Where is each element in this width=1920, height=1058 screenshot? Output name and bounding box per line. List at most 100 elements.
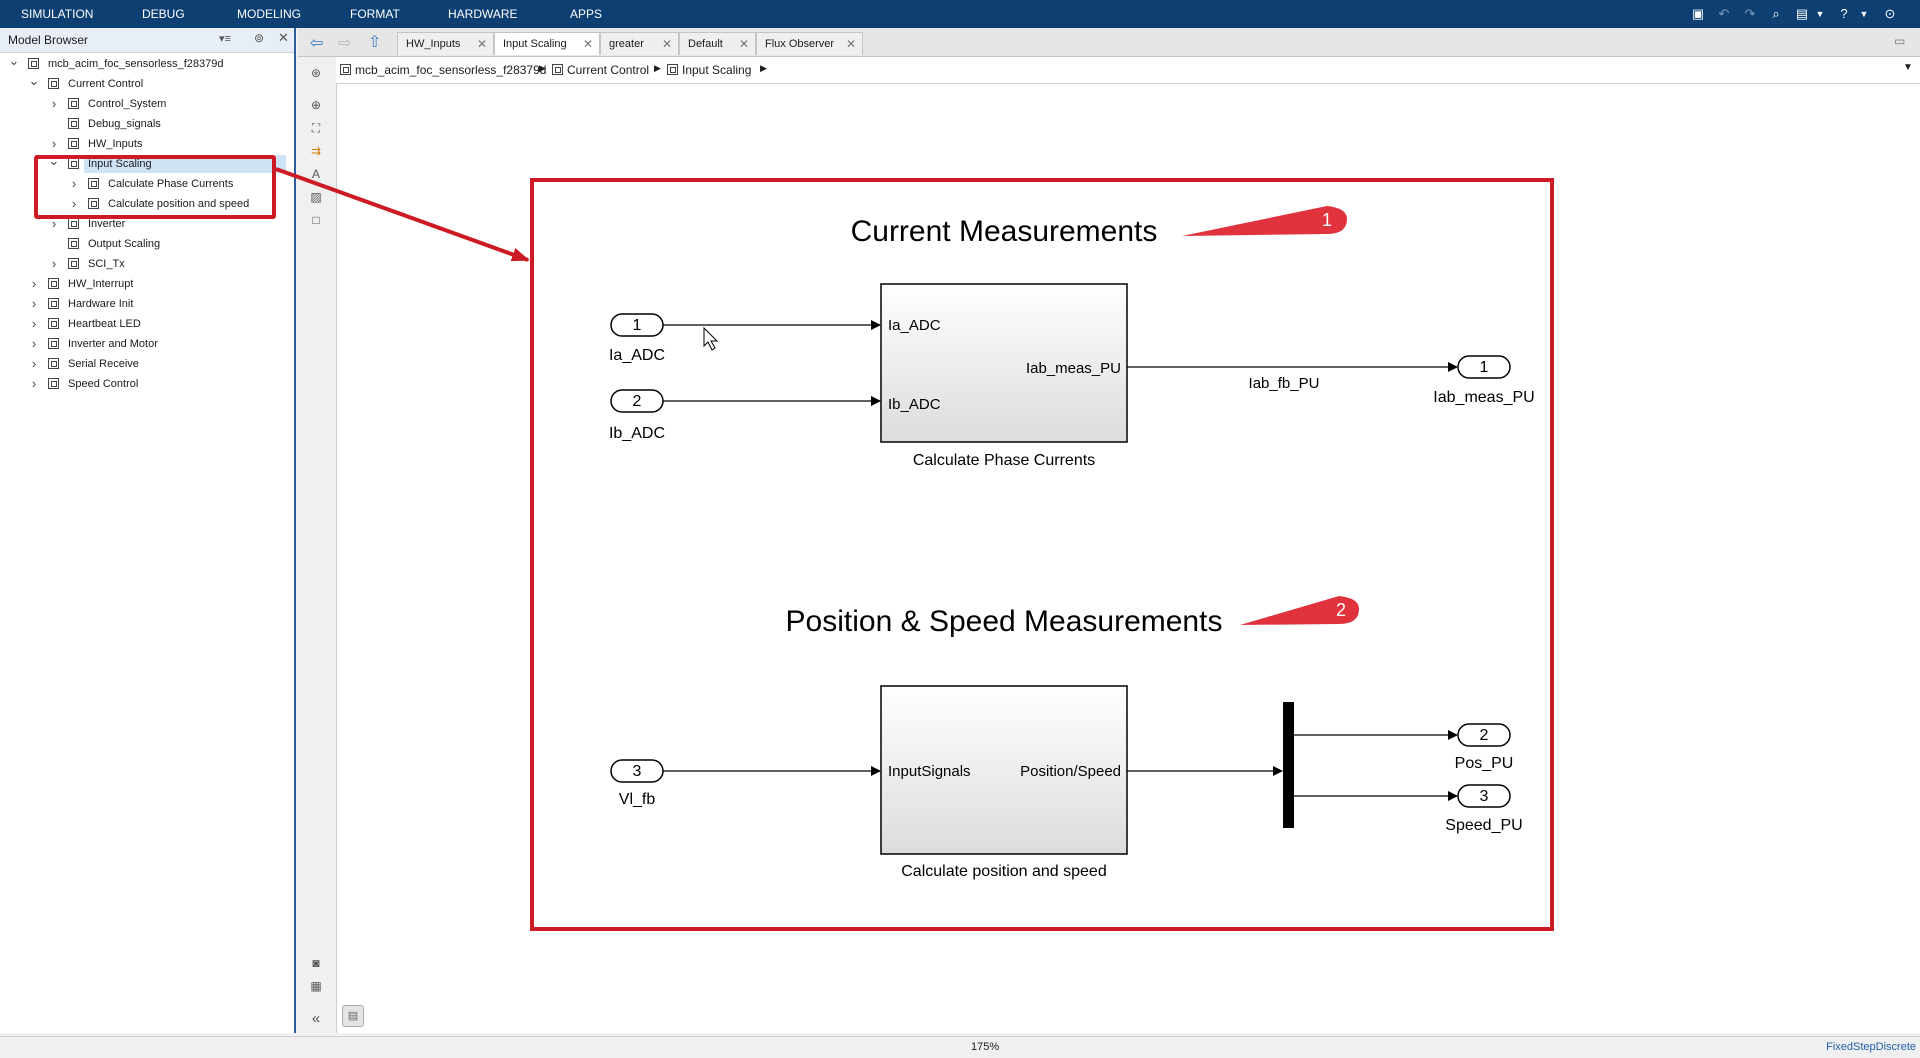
- collapse-icon[interactable]: «: [311, 1010, 321, 1027]
- hide-browser-icon[interactable]: ⊛: [310, 66, 322, 80]
- inport-3-name: Vl_fb: [619, 791, 656, 808]
- chevron-right-icon[interactable]: ›: [51, 216, 57, 231]
- tree-item[interactable]: ›Heartbeat LED: [0, 314, 294, 334]
- subsystem-calculate-position-speed[interactable]: [880, 685, 1128, 855]
- chevron-down-icon[interactable]: ▼: [1815, 9, 1825, 19]
- breadcrumb-separator-icon: ▶: [654, 63, 661, 73]
- editor-tab[interactable]: Default✕: [679, 32, 756, 55]
- menu-modeling[interactable]: MODELING: [237, 7, 302, 21]
- chevron-right-icon[interactable]: ›: [51, 136, 57, 151]
- screenshot-icon[interactable]: ◙: [312, 956, 320, 970]
- outport-1[interactable]: [1457, 355, 1511, 379]
- demux-block[interactable]: [1283, 702, 1294, 828]
- close-tab-icon[interactable]: ✕: [738, 37, 749, 51]
- forward-arrow-icon[interactable]: ⇨: [338, 35, 352, 52]
- chevron-right-icon[interactable]: ›: [31, 276, 37, 291]
- tree-item[interactable]: ⌄Current Control: [0, 73, 294, 94]
- area-icon[interactable]: □: [312, 213, 320, 227]
- annotation-icon[interactable]: A: [311, 167, 320, 181]
- breadcrumb-item-current-control[interactable]: Current Control: [567, 63, 650, 77]
- chevron-right-icon[interactable]: ›: [31, 296, 37, 311]
- close-tab-icon[interactable]: ✕: [476, 37, 487, 51]
- help-menu-chevron-icon[interactable]: ▼: [1859, 9, 1869, 19]
- tree-item[interactable]: ›Inverter: [0, 214, 294, 234]
- tree-item[interactable]: ⌄ Input Scaling: [0, 153, 294, 174]
- list-options-icon[interactable]: ▾≡: [219, 33, 231, 45]
- outport-2[interactable]: [1457, 723, 1511, 747]
- explorer-bar-icon[interactable]: ▦: [310, 979, 322, 993]
- search-icon[interactable]: ⌕: [1772, 6, 1780, 21]
- chevron-right-icon[interactable]: ›: [51, 96, 57, 111]
- tree-item[interactable]: Debug_signals: [0, 114, 294, 134]
- chevron-down-icon[interactable]: ⌄: [28, 73, 40, 88]
- chevron-down-icon[interactable]: ⌄: [8, 53, 20, 68]
- outport-2-number: 2: [1480, 727, 1489, 744]
- close-tab-icon[interactable]: ✕: [582, 37, 593, 51]
- tree-item[interactable]: ⌄mcb_acim_foc_sensorless_f28379d: [0, 53, 294, 74]
- solver-type[interactable]: FixedStepDiscrete: [1826, 1041, 1916, 1053]
- chevron-right-icon[interactable]: ›: [31, 356, 37, 371]
- editor-tab[interactable]: Input Scaling✕: [494, 32, 600, 55]
- image-icon[interactable]: ▨: [310, 190, 322, 204]
- tree-item-label: Inverter and Motor: [68, 338, 158, 350]
- outport-3[interactable]: [1457, 784, 1511, 808]
- zoom-icon[interactable]: ⊕: [310, 98, 322, 112]
- menu-hardware[interactable]: HARDWARE: [448, 7, 518, 21]
- chevron-right-icon[interactable]: ›: [31, 316, 37, 331]
- tree-item-label: Calculate Phase Currents: [108, 178, 234, 190]
- menu-format[interactable]: FORMAT: [350, 7, 400, 21]
- chevron-right-icon[interactable]: ›: [71, 176, 77, 191]
- tree-item[interactable]: ›Calculate position and speed: [0, 194, 294, 214]
- editor-tab[interactable]: HW_Inputs✕: [397, 32, 494, 55]
- breadcrumb-dropdown-icon[interactable]: ▼: [1903, 62, 1913, 73]
- hide-tabs-icon[interactable]: ▭: [1894, 34, 1906, 48]
- tree-item[interactable]: › Inverter and Motor: [0, 334, 294, 354]
- chevron-right-icon[interactable]: ›: [31, 336, 37, 351]
- chevron-right-icon[interactable]: ›: [51, 256, 57, 271]
- tree-item-label: SCI_Tx: [88, 258, 125, 270]
- tree-item[interactable]: ›Speed Control: [0, 374, 294, 394]
- close-icon[interactable]: ✕: [278, 30, 289, 45]
- tree-item[interactable]: › SCI_Tx: [0, 254, 294, 274]
- tree-item[interactable]: ›Serial Receive: [0, 354, 294, 374]
- tree-item-label: Input Scaling: [88, 158, 152, 170]
- toolstrip-tab-bar: SIMULATION DEBUG MODELING FORMAT HARDWAR…: [0, 0, 1920, 28]
- close-tab-icon[interactable]: ✕: [661, 37, 672, 51]
- block1-name: Calculate Phase Currents: [913, 452, 1095, 469]
- tree-item[interactable]: ›Hardware Init: [0, 294, 294, 314]
- tree-item[interactable]: ›Control_System: [0, 94, 294, 114]
- tree-item[interactable]: ›HW_Interrupt: [0, 274, 294, 294]
- undo-icon[interactable]: ↶: [1718, 6, 1730, 21]
- model-data-icon[interactable]: ▤: [342, 1005, 364, 1027]
- minimize-toolstrip-icon[interactable]: ⊙: [1884, 6, 1896, 21]
- chevron-right-icon[interactable]: ›: [71, 196, 77, 211]
- chevron-right-icon[interactable]: ›: [31, 376, 37, 391]
- find-options-icon[interactable]: ▤: [1795, 6, 1809, 21]
- tree-item[interactable]: › Calculate Phase Currents: [0, 174, 294, 194]
- fit-to-view-icon[interactable]: ⛶: [311, 121, 321, 135]
- editor-tab[interactable]: greater✕: [600, 32, 679, 55]
- arrow-tool-icon[interactable]: ⇉: [310, 144, 322, 158]
- inport-1-number: 1: [633, 317, 642, 334]
- chevron-down-icon[interactable]: ⌄: [48, 153, 60, 168]
- menu-debug[interactable]: DEBUG: [142, 7, 185, 21]
- subsystem-icon: [68, 158, 79, 169]
- panel-menu-icon[interactable]: ⊚: [254, 31, 265, 45]
- tree-item[interactable]: ›HW_Inputs: [0, 134, 294, 154]
- subsystem-calculate-phase-currents[interactable]: [880, 283, 1128, 443]
- back-arrow-icon[interactable]: ⇦: [310, 35, 324, 52]
- close-tab-icon[interactable]: ✕: [845, 37, 856, 51]
- menu-apps[interactable]: APPS: [570, 7, 603, 21]
- editor-tab[interactable]: Flux Observer ✕: [756, 32, 863, 55]
- mouse-cursor-icon: [703, 326, 719, 351]
- tab-label: Flux Observer: [765, 38, 835, 50]
- tree-item[interactable]: Output Scaling: [0, 234, 294, 254]
- help-icon[interactable]: ?: [1840, 6, 1848, 21]
- menu-simulation[interactable]: SIMULATION: [21, 7, 94, 21]
- save-icon[interactable]: ▣: [1691, 6, 1705, 21]
- redo-icon[interactable]: ↷: [1744, 6, 1756, 21]
- breadcrumb-item-input-scaling[interactable]: Input Scaling: [682, 63, 752, 77]
- up-to-parent-icon[interactable]: ⇧: [368, 34, 382, 51]
- model-canvas[interactable]: Current Measurements Position & Speed Me…: [337, 84, 1920, 1033]
- breadcrumb-item-model[interactable]: mcb_acim_foc_sensorless_f28379d: [355, 63, 547, 77]
